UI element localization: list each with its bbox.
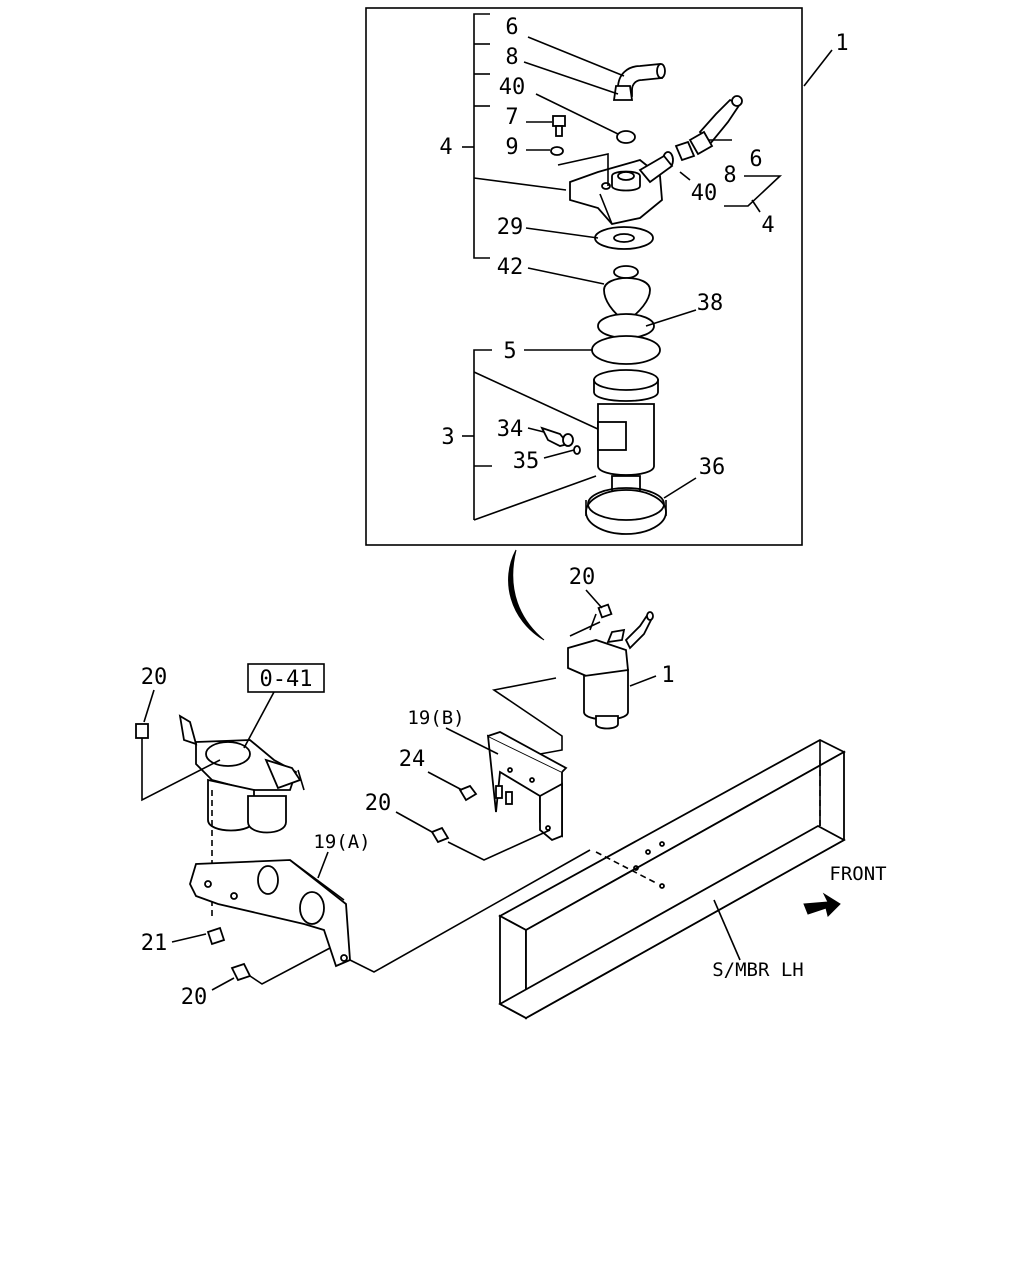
ring-38 — [597, 313, 655, 339]
callout-1-top: 1 — [835, 31, 848, 56]
callout-1-mid: 1 — [661, 663, 674, 688]
bolt-20-left-top — [135, 723, 149, 760]
bracket-19b — [486, 731, 568, 842]
reference-box-label: 0-41 — [260, 667, 313, 692]
o-ring-9 — [550, 146, 564, 156]
bracket-group-3 — [462, 349, 601, 521]
front-label: FRONT — [829, 863, 886, 885]
o-ring-5 — [591, 335, 661, 365]
filter-bowl-3 — [593, 369, 659, 496]
callout-6-top: 6 — [505, 15, 518, 40]
callout-9: 9 — [505, 135, 518, 160]
o-ring-35 — [573, 445, 581, 455]
member-label: S/MBR LH — [712, 959, 804, 981]
callout-29: 29 — [497, 215, 524, 240]
callout-19b: 19(B) — [407, 707, 464, 729]
bracket-19a — [189, 859, 351, 968]
nut-8 — [612, 85, 634, 101]
bolt-20-bottom — [230, 962, 252, 982]
callout-8-right: 8 — [723, 163, 736, 188]
element-42 — [603, 265, 651, 324]
elbow-pipe-6-right — [662, 95, 743, 169]
bolt-20-top — [589, 603, 613, 631]
installed-filter-1 — [567, 611, 654, 730]
callout-34: 34 — [497, 417, 524, 442]
callout-4-right: 4 — [761, 213, 774, 238]
callout-5: 5 — [503, 339, 516, 364]
drain-plug-34 — [540, 426, 574, 447]
detail-frame — [365, 7, 803, 546]
plate-29 — [594, 226, 654, 250]
nut-24 — [458, 784, 513, 805]
callout-4-left: 4 — [439, 135, 452, 160]
washer-40 — [616, 130, 636, 144]
callout-19a: 19(A) — [313, 831, 370, 853]
callout-24: 24 — [399, 747, 426, 772]
front-arrow-icon — [803, 892, 841, 917]
callout-40-right: 40 — [691, 181, 718, 206]
callout-35: 35 — [513, 449, 540, 474]
callout-7: 7 — [505, 105, 518, 130]
reference-box — [247, 663, 325, 693]
nut-21 — [206, 926, 226, 946]
callout-20-d: 20 — [181, 985, 208, 1010]
callout-20-b: 20 — [141, 665, 168, 690]
callout-8-top: 8 — [505, 45, 518, 70]
callout-42: 42 — [497, 255, 524, 280]
callout-38: 38 — [697, 291, 724, 316]
left-filter-assembly — [178, 714, 305, 834]
callout-36: 36 — [699, 455, 726, 480]
retaining-ring-36 — [585, 487, 667, 535]
callout-20-c: 20 — [365, 791, 392, 816]
callout-21: 21 — [141, 931, 168, 956]
callout-20-a: 20 — [569, 565, 596, 590]
callout-3: 3 — [441, 425, 454, 450]
bolt-7 — [552, 115, 566, 137]
leader-lines-detail — [523, 36, 833, 499]
bolt-20-middle — [430, 826, 450, 844]
callout-40-top: 40 — [499, 75, 526, 100]
bracket-group-4 — [462, 13, 567, 259]
callout-6-right: 6 — [749, 147, 762, 172]
detail-link-arc — [508, 549, 545, 641]
side-member-lh — [498, 738, 846, 1020]
filter-head-4 — [557, 153, 674, 225]
